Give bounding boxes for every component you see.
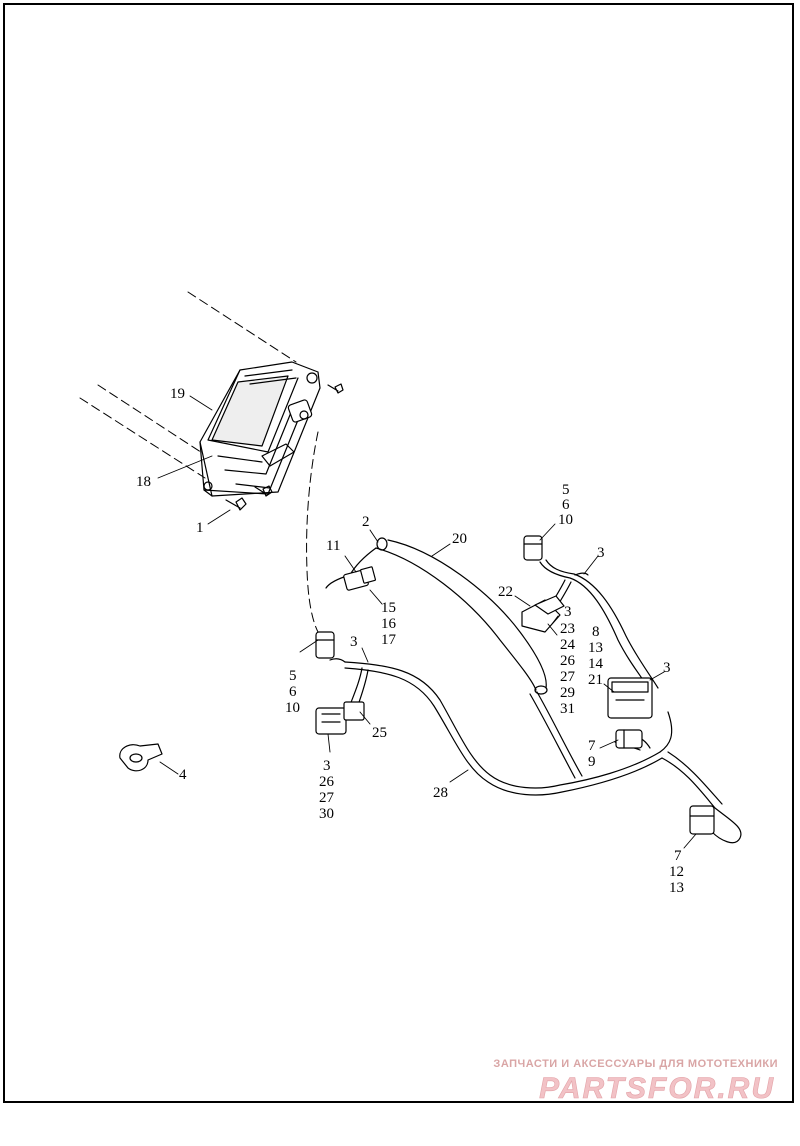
callout-13-upper: 13 bbox=[588, 640, 603, 656]
callout-18: 18 bbox=[136, 474, 151, 490]
callout-5-left: 5 bbox=[289, 668, 297, 684]
callout-19: 19 bbox=[170, 386, 185, 402]
callout-6-upper: 6 bbox=[562, 497, 570, 513]
callout-23: 23 bbox=[560, 621, 575, 637]
callout-14: 14 bbox=[588, 656, 604, 672]
conduit-sleeve bbox=[349, 537, 548, 695]
callout-3-bottom: 3 bbox=[323, 758, 331, 774]
callout-2: 2 bbox=[362, 514, 370, 530]
callout-28: 28 bbox=[433, 785, 448, 801]
connector-11 bbox=[325, 566, 376, 591]
callout-26-upper: 26 bbox=[560, 653, 576, 669]
callout-3-upper: 3 bbox=[597, 545, 605, 561]
callout-13-bottom: 13 bbox=[669, 880, 684, 896]
connector-25 bbox=[315, 701, 365, 735]
callout-25: 25 bbox=[372, 725, 387, 741]
callout-1: 1 bbox=[196, 520, 204, 536]
callout-4: 4 bbox=[179, 767, 187, 783]
callout-labels: 19 18 1 2 20 11 15 16 17 5 6 10 3 22 3 2… bbox=[136, 386, 684, 896]
callout-6-left: 6 bbox=[289, 684, 297, 700]
callout-12: 12 bbox=[669, 864, 684, 880]
watermark: ЗАПЧАСТИ И АКСЕССУАРЫ ДЛЯ МОТОТЕХНИКИ PA… bbox=[493, 1058, 778, 1105]
callout-31: 31 bbox=[560, 701, 575, 717]
connector-7-9 bbox=[615, 729, 643, 749]
callout-3-mid: 3 bbox=[564, 604, 572, 620]
callout-29: 29 bbox=[560, 685, 575, 701]
callout-24: 24 bbox=[560, 637, 576, 653]
drawing-frame bbox=[3, 3, 794, 1103]
callout-9: 9 bbox=[588, 754, 596, 770]
callout-10-upper: 10 bbox=[558, 512, 573, 528]
callout-11: 11 bbox=[326, 538, 340, 554]
callout-21: 21 bbox=[588, 672, 603, 688]
callout-5-upper: 5 bbox=[562, 482, 570, 498]
watermark-caption: ЗАПЧАСТИ И АКСЕССУАРЫ ДЛЯ МОТОТЕХНИКИ bbox=[493, 1058, 778, 1070]
connector-8 bbox=[607, 677, 653, 719]
callout-7-bottom: 7 bbox=[674, 848, 682, 864]
connector-5-left bbox=[315, 631, 335, 659]
callout-30: 30 bbox=[319, 806, 334, 822]
watermark-logo: PARTSFOR.RU bbox=[539, 1072, 775, 1105]
connector-7-12 bbox=[689, 805, 715, 835]
callout-26-bottom: 26 bbox=[319, 774, 335, 790]
callout-3-left: 3 bbox=[350, 634, 358, 650]
callout-7-mid: 7 bbox=[588, 738, 596, 754]
callout-10-left: 10 bbox=[285, 700, 300, 716]
callout-27-bottom: 27 bbox=[319, 790, 335, 806]
main-harness bbox=[329, 658, 742, 844]
callout-22: 22 bbox=[498, 584, 513, 600]
callout-16: 16 bbox=[381, 616, 397, 632]
callout-3-right: 3 bbox=[663, 660, 671, 676]
callout-27-upper: 27 bbox=[560, 669, 576, 685]
gauge-assembly bbox=[199, 361, 321, 497]
callout-20: 20 bbox=[452, 531, 467, 547]
projection-lines bbox=[79, 291, 319, 633]
leader-lines bbox=[157, 395, 697, 849]
callout-8: 8 bbox=[592, 624, 600, 640]
clip-icon bbox=[119, 743, 163, 772]
callout-15: 15 bbox=[381, 600, 396, 616]
connector-5-upper bbox=[523, 535, 543, 561]
callout-17: 17 bbox=[381, 632, 397, 648]
screw-icon bbox=[225, 383, 344, 511]
connector-22 bbox=[521, 595, 565, 633]
